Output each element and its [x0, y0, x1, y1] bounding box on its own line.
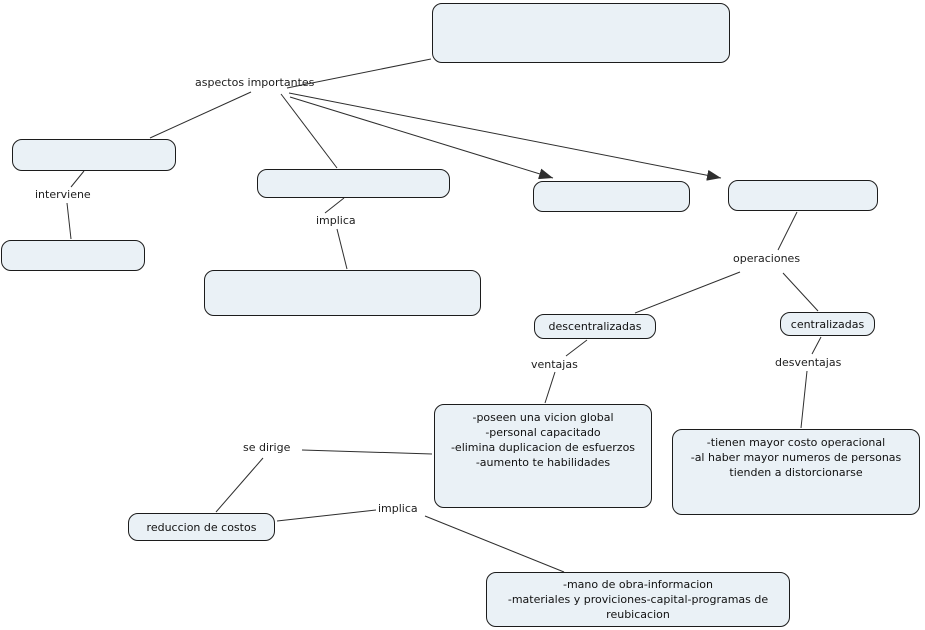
node-text-line: reubicacion: [606, 608, 670, 621]
node-text: descentralizadas: [535, 319, 655, 334]
edge-descentralizadas-to-ventajas: [565, 339, 588, 357]
edge-desventajas-to-detalle: [800, 370, 808, 429]
concept-node-right-empty-1[interactable]: [533, 181, 690, 212]
edge-reduccion-to-implica2: [276, 509, 377, 522]
edge-aspectos-to-main: [286, 58, 432, 89]
node-text: -mano de obra-informacion -materiales y p…: [487, 577, 789, 622]
concept-node-centralizadas[interactable]: centralizadas: [780, 312, 875, 336]
node-text-line: -materiales y proviciones-capital-progra…: [507, 593, 769, 606]
node-text-line: -mano de obra-informacion: [562, 578, 714, 591]
concept-node-left-empty-2[interactable]: [1, 240, 145, 271]
edge-left1-to-interviene: [70, 170, 85, 188]
edge-centralizadas-to-desventajas: [811, 336, 822, 355]
node-text-line: -personal capacitado: [485, 426, 601, 439]
node-text-line: -al haber mayor numeros de personas: [690, 451, 902, 464]
edge-right2-to-operaciones: [777, 211, 798, 251]
node-text-line: -elimina duplicacion de esfuerzos: [450, 441, 636, 454]
edge-aspectos-to-right1: [289, 96, 554, 180]
edge-aspectos-to-left1: [149, 91, 252, 139]
node-text-line: -tienen mayor costo operacional: [706, 436, 886, 449]
node-text-line: -poseen una vicion global: [472, 411, 614, 424]
edge-se-dirige-to-ventajas-detalle: [301, 449, 433, 455]
node-text-line: tienden a distorcionarse: [729, 466, 863, 479]
node-text-line: centralizadas: [790, 317, 865, 331]
edge-aspectos-to-center1: [280, 93, 338, 169]
concept-node-reduccion-de-costos[interactable]: reduccion de costos: [128, 513, 275, 541]
node-text: centralizadas: [781, 317, 874, 332]
edge-label-implica-1[interactable]: implica: [316, 214, 356, 227]
edge-implica1-to-center2: [336, 228, 348, 270]
edge-operaciones-to-descentralizadas: [634, 271, 741, 314]
concept-node-ventajas-detalle[interactable]: -poseen una vicion global -personal capac…: [434, 404, 652, 508]
concept-node-center-empty-1[interactable]: [257, 169, 450, 198]
edge-label-implica-2[interactable]: implica: [378, 502, 418, 515]
node-text: reduccion de costos: [129, 520, 274, 535]
edge-label-se-dirige[interactable]: se dirige: [243, 441, 291, 454]
edge-operaciones-to-centralizadas: [782, 272, 819, 312]
edge-aspectos-to-right2: [288, 92, 722, 181]
edge-se-dirige-to-reduccion: [215, 457, 264, 513]
concept-node-right-empty-2[interactable]: [728, 180, 878, 211]
concept-node-descentralizadas[interactable]: descentralizadas: [534, 314, 656, 339]
edge-label-aspectos-importantes[interactable]: aspectos importantes: [195, 76, 315, 89]
edge-label-operaciones[interactable]: operaciones: [733, 252, 801, 265]
concept-node-main-concept-empty[interactable]: [432, 3, 730, 63]
edge-label-ventajas[interactable]: ventajas: [531, 358, 578, 371]
edge-implica2-to-recursos: [424, 515, 565, 573]
node-text-line: descentralizadas: [548, 320, 642, 333]
node-text: -tienen mayor costo operacional -al haber…: [673, 435, 919, 480]
node-text: -poseen una vicion global -personal capac…: [435, 410, 651, 470]
edge-label-desventajas[interactable]: desventajas: [775, 356, 842, 369]
concept-node-desventajas-detalle[interactable]: -tienen mayor costo operacional -al haber…: [672, 429, 920, 515]
edge-center1-to-implica1: [324, 197, 345, 214]
node-text-line: -aumento te habilidades: [475, 456, 611, 469]
edge-label-interviene[interactable]: interviene: [35, 188, 91, 201]
edge-ventajas-to-detalle: [544, 371, 556, 404]
edge-interviene-to-left2: [66, 202, 72, 240]
concept-node-center-empty-2[interactable]: [204, 270, 481, 316]
concept-node-recursos-detalle[interactable]: -mano de obra-informacion -materiales y p…: [486, 572, 790, 627]
node-text-line: reduccion de costos: [146, 520, 257, 534]
concept-node-left-empty-1[interactable]: [12, 139, 176, 171]
